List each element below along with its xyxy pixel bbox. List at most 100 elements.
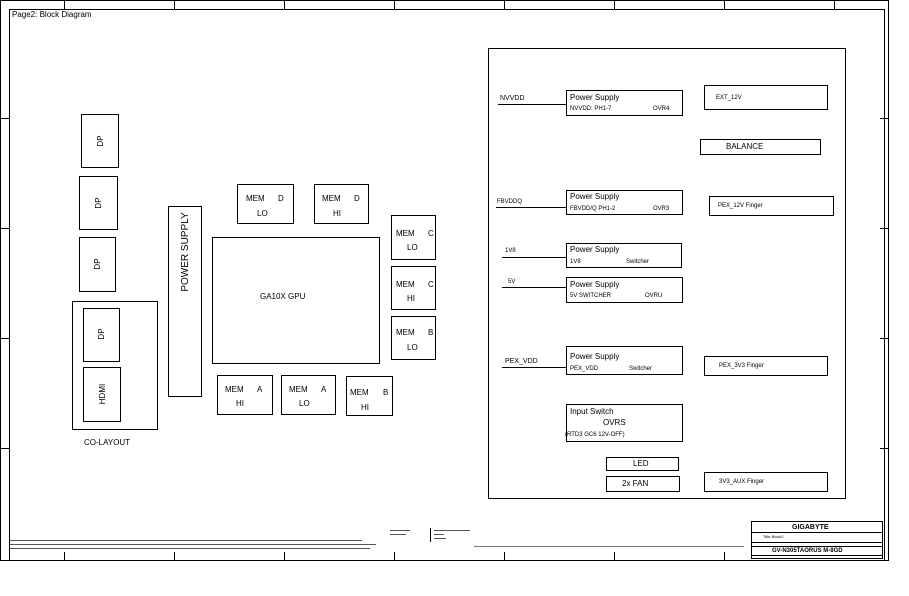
input-switch-title: Input Switch xyxy=(570,407,614,416)
nvvdd-net-line xyxy=(498,104,566,105)
net-5v-line xyxy=(502,287,566,288)
mem-label: MEM xyxy=(322,194,341,203)
dp-label: DP xyxy=(94,197,103,209)
pexvdd-net-label: PEX_VDD xyxy=(505,358,538,365)
mem-channel: A xyxy=(321,385,327,394)
net-5v-label: 5V xyxy=(508,279,516,285)
fineprint-line xyxy=(434,534,444,535)
fineprint-line xyxy=(10,544,376,545)
dp-connector-4: DP xyxy=(83,308,120,362)
frame-tick xyxy=(614,552,615,561)
mem-c-lo: MEM C LO xyxy=(391,215,436,260)
power-supply-pexvdd: Power Supply PEX_VDD Switcher xyxy=(566,346,683,375)
mem-half: LO xyxy=(299,399,310,408)
pex-3v3-finger: PEX_3V3 Finger xyxy=(704,356,828,376)
ext-12v-block: EXT_12V xyxy=(704,85,828,110)
power-supply-sub: 5V SWITCHER xyxy=(570,293,612,299)
frame-tick xyxy=(504,552,505,561)
mem-label: MEM xyxy=(396,280,415,289)
power-supply-nvvdd: Power Supply NVVDD: PH1-7 OVR4 xyxy=(566,90,683,116)
mem-c-hi: MEM C HI xyxy=(391,266,436,310)
power-supply-title: Power Supply xyxy=(570,245,620,254)
led-label: LED xyxy=(633,459,649,468)
balance-label: BALANCE xyxy=(726,142,764,151)
mem-a-lo: MEM A LO xyxy=(281,375,336,415)
pexvdd-net-line xyxy=(502,367,566,368)
led-block: LED xyxy=(606,457,679,471)
mem-channel: A xyxy=(257,385,263,394)
frame-tick xyxy=(284,552,285,561)
power-supply-title: Power Supply xyxy=(570,192,620,201)
frame-tick xyxy=(614,0,615,9)
frame-tick xyxy=(394,552,395,561)
mem-half: HI xyxy=(361,403,369,412)
frame-tick xyxy=(724,552,725,561)
fbvddq-net-line xyxy=(496,207,566,208)
frame-tick xyxy=(0,228,9,229)
company-name: GIGABYTE xyxy=(792,524,829,531)
power-supply-5v: Power Supply 5V SWITCHER OVRU xyxy=(566,277,683,303)
legal-fineprint xyxy=(10,538,380,554)
mem-d-hi: MEM D HI xyxy=(314,184,369,224)
title-block: GIGABYTE Title Block2 GV-N305TAORUS M-8G… xyxy=(751,521,883,559)
frame-tick xyxy=(834,0,835,9)
fineprint-line xyxy=(434,538,446,539)
mem-channel: D xyxy=(354,194,360,203)
power-supply-title: Power Supply xyxy=(570,93,620,102)
net-1v8-line xyxy=(502,257,566,258)
power-supply-sub: FBVDD/Q PH1-2 xyxy=(570,206,616,212)
dp-connector-3: DP xyxy=(79,237,116,292)
frame-tick xyxy=(880,448,889,449)
page-title: Page2: Block Diagram xyxy=(12,10,92,19)
mem-label: MEM xyxy=(396,229,415,238)
gpu-block: GA10X GPU xyxy=(212,237,380,364)
frame-tick xyxy=(0,448,9,449)
mem-label: MEM xyxy=(246,194,265,203)
dp-label: DP xyxy=(96,135,105,147)
frame-tick xyxy=(880,118,889,119)
power-supply-block: POWER SUPPLY xyxy=(168,206,202,397)
fineprint-right xyxy=(474,546,744,547)
gpu-label: GA10X GPU xyxy=(260,292,306,301)
dp-connector-1: DP xyxy=(81,114,119,168)
aux-finger-block: 3V3_AUX Finger xyxy=(704,472,828,492)
frame-tick xyxy=(0,118,9,119)
frame-tick xyxy=(880,228,889,229)
frame-tick xyxy=(284,0,285,9)
ext-12v-label: EXT_12V xyxy=(716,95,742,101)
mem-label: MEM xyxy=(225,385,244,394)
mem-channel: D xyxy=(278,194,284,203)
mem-half: LO xyxy=(407,243,418,252)
frame-tick xyxy=(174,552,175,561)
hdmi-connector: HDMI xyxy=(83,367,121,422)
power-supply-sub: NVVDD: PH1-7 xyxy=(570,106,612,112)
input-switch-block: Input Switch OVRS (RTD3 GC6 12V-OFF) xyxy=(565,404,683,442)
aux-finger-label: 3V3_AUX Finger xyxy=(719,479,765,485)
mem-label: MEM xyxy=(289,385,308,394)
mem-half: HI xyxy=(236,399,244,408)
fineprint-line xyxy=(390,534,406,535)
mem-label: MEM xyxy=(350,388,369,397)
mem-channel: B xyxy=(428,328,434,337)
fineprint-line xyxy=(10,540,362,541)
pex-12v-label: PEX_12V Finger xyxy=(718,203,763,209)
mem-half: LO xyxy=(257,209,268,218)
input-switch-note: (RTD3 GC6 12V-OFF) xyxy=(565,432,625,438)
pex-3v3-label: PEX_3V3 Finger xyxy=(719,363,764,369)
title-block-label: Title Block2 xyxy=(763,534,784,539)
mem-b-lo: MEM B LO xyxy=(391,316,436,360)
power-supply-1v8: Power Supply 1V8 Switcher xyxy=(566,243,682,268)
nvvdd-net-label: NVVDD xyxy=(500,95,525,102)
mem-channel: B xyxy=(383,388,389,397)
fan-block: 2x FAN xyxy=(606,476,680,492)
power-supply-ic: OVR3 xyxy=(653,206,670,212)
power-supply-sub: PEX_VDD xyxy=(570,366,599,372)
power-supply-ic: OVRU xyxy=(645,293,663,299)
mem-channel: C xyxy=(428,229,434,238)
fbvddq-net-label: FBVDDQ xyxy=(497,199,523,205)
frame-tick xyxy=(64,552,65,561)
mem-b-hi: MEM B HI xyxy=(346,376,393,416)
power-supply-ic: Switcher xyxy=(629,366,653,372)
mem-label: MEM xyxy=(396,328,415,337)
dp-label: DP xyxy=(97,328,106,340)
